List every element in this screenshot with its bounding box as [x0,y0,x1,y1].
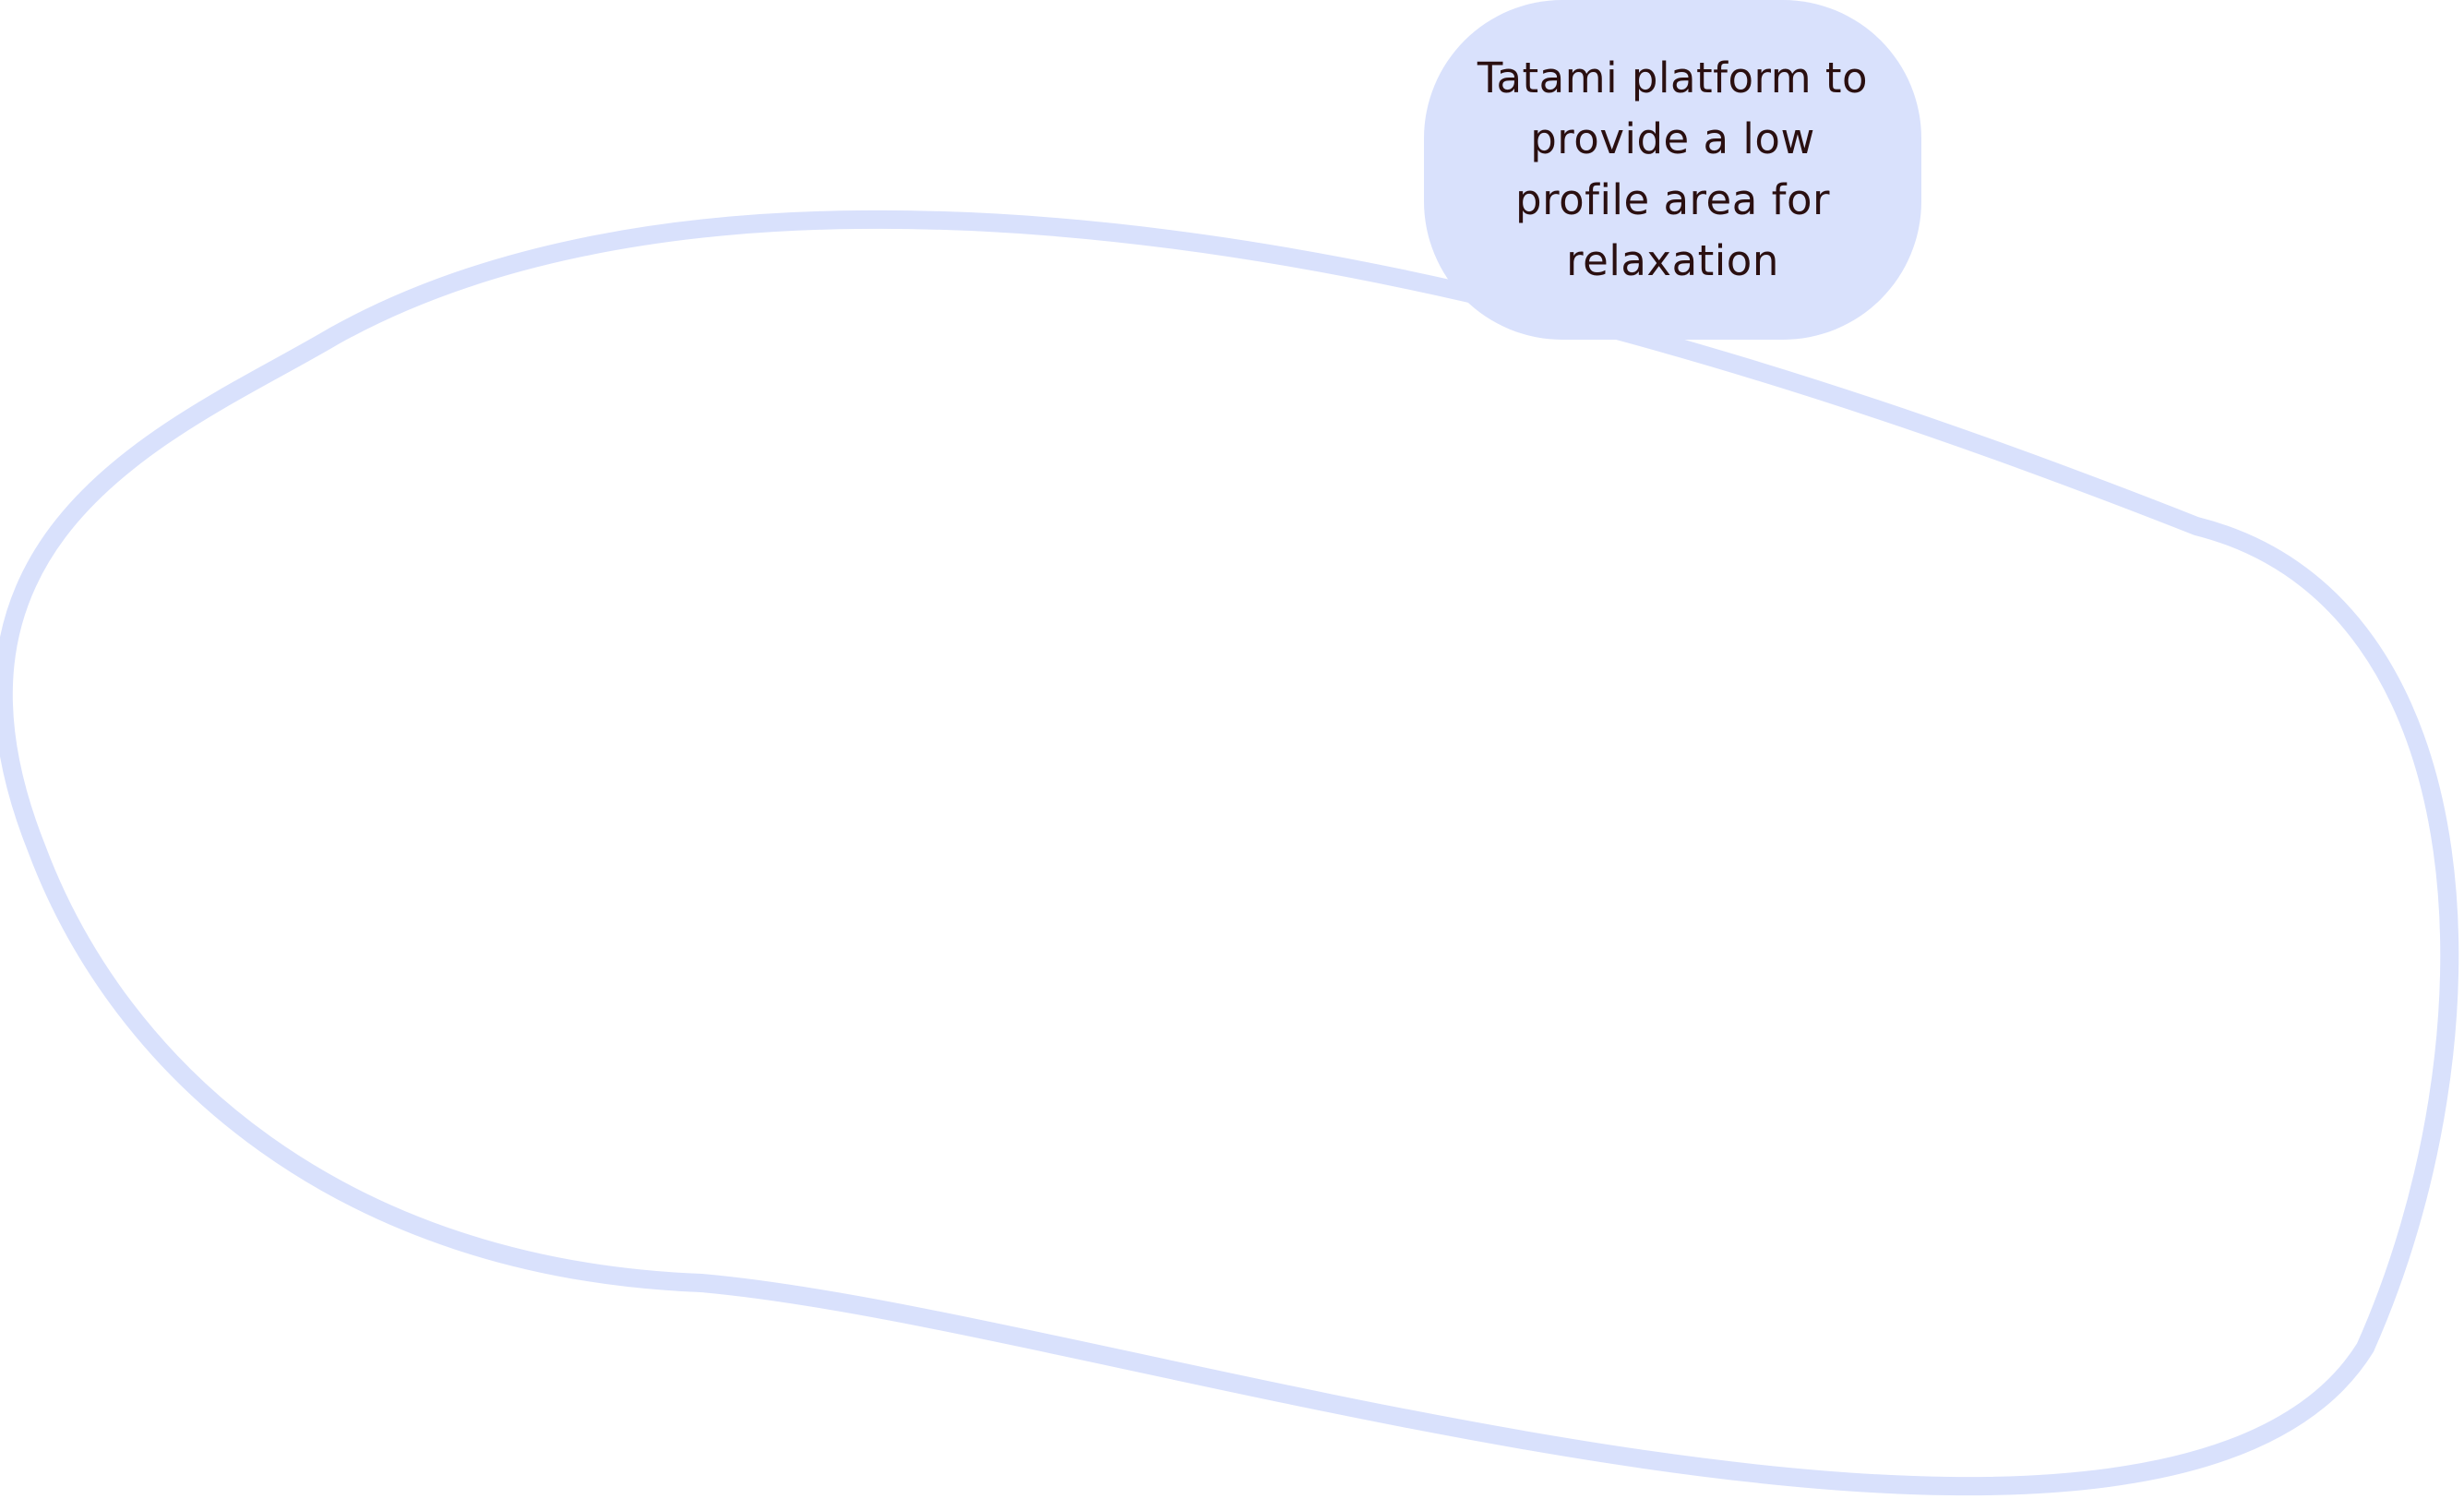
callout-label: Tatami platform to provide a low profile… [1477,54,1869,285]
callout-bubble: Tatami platform to provide a low profile… [1424,0,1921,340]
area-outline-path [0,210,2459,1496]
